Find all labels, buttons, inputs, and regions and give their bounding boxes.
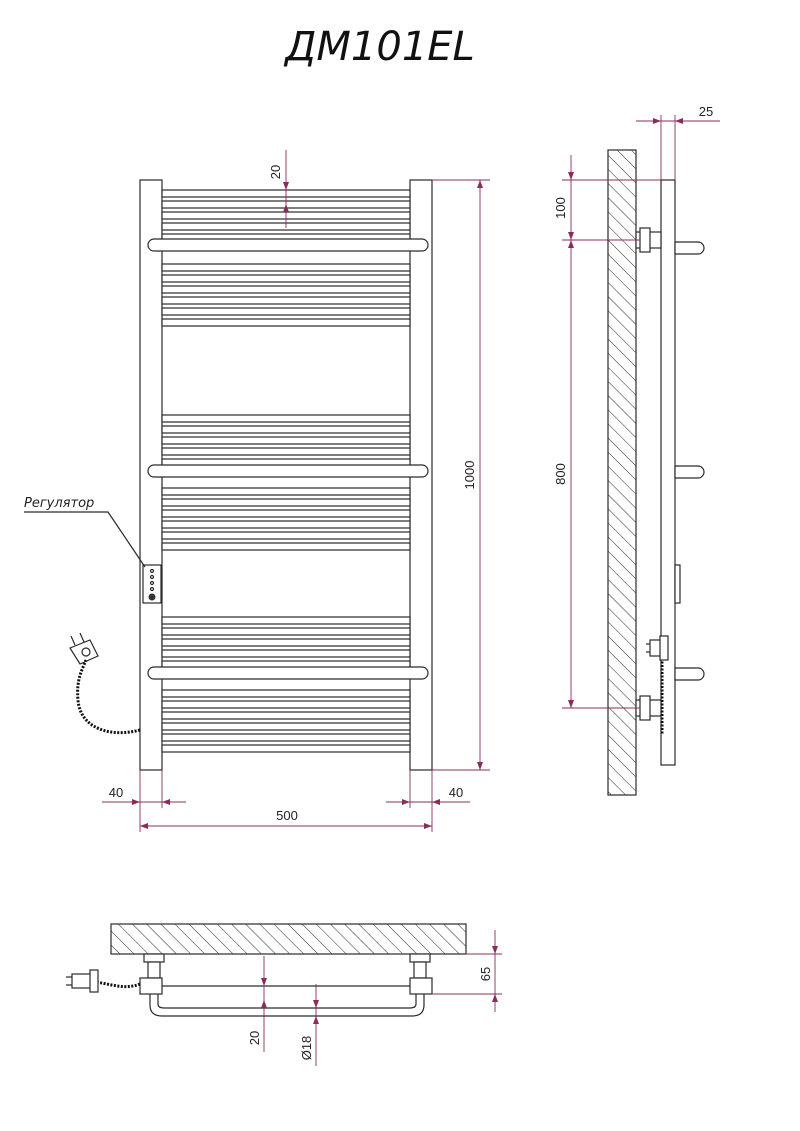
dimension-wall-distance: 65	[432, 930, 502, 1012]
rung	[161, 274, 411, 283]
rung	[161, 616, 411, 625]
rung	[161, 722, 411, 731]
rung	[161, 285, 411, 294]
dim-diameter-text: Ø18	[299, 1036, 314, 1061]
wall-section-top	[110, 923, 467, 955]
rung	[161, 296, 411, 305]
rung	[161, 627, 411, 636]
rung	[161, 263, 411, 272]
rung	[161, 425, 411, 434]
rung	[161, 700, 411, 709]
top-mount-left-base	[143, 953, 165, 963]
towel-bar-bottom	[147, 666, 429, 680]
rung	[161, 436, 411, 445]
dim-height-text: 1000	[462, 461, 477, 490]
dim-mount-spacing-text: 800	[553, 463, 568, 485]
dim-top-bar-gap-text: 20	[247, 1031, 262, 1045]
rung	[161, 711, 411, 720]
top-plug-icon	[66, 969, 99, 993]
side-view: 25 100 800	[553, 104, 720, 796]
top-towel-bar	[149, 994, 425, 1017]
side-bar-top	[674, 241, 705, 255]
dim-bar-gap-text: 20	[268, 165, 283, 179]
rung	[161, 414, 411, 423]
towel-bar-middle	[147, 464, 429, 478]
side-bar-bottom	[674, 667, 705, 681]
rung	[161, 447, 411, 456]
drawing-title: ДМ101EL	[283, 24, 475, 70]
dimension-diameter: Ø18	[299, 984, 319, 1066]
dim-left-offset-text: 40	[109, 785, 123, 800]
wall-section-side	[607, 149, 637, 796]
regulator-unit	[142, 564, 162, 604]
rung	[161, 744, 411, 753]
regulator-leader-line	[24, 511, 146, 568]
rung	[161, 638, 411, 647]
dimension-height: 1000	[432, 179, 490, 771]
top-mount-right-post	[413, 961, 427, 979]
rung	[161, 649, 411, 658]
rung	[161, 498, 411, 507]
dim-depth-text: 25	[699, 104, 713, 119]
rung	[161, 509, 411, 518]
plug-icon	[69, 632, 99, 665]
side-bar-middle	[674, 465, 705, 479]
dimension-width: 500 40 40	[102, 770, 470, 832]
top-view: 65 20 Ø18	[66, 923, 502, 1066]
top-mount-left-post	[147, 961, 161, 979]
rung	[161, 520, 411, 529]
dim-width-text: 500	[276, 808, 298, 823]
towel-bar-top	[147, 238, 429, 252]
side-regulator	[674, 564, 681, 604]
dimension-mount-spacing: 100 800	[553, 155, 661, 709]
regulator-label: Регулятор	[24, 496, 94, 511]
dimension-bar-gap: 20	[268, 150, 289, 228]
power-cable	[76, 659, 141, 735]
rung	[161, 689, 411, 698]
top-mount-right-base	[409, 953, 431, 963]
top-cable	[95, 980, 141, 989]
top-towel-bar-inner	[157, 994, 417, 1009]
dim-top-offset-text: 100	[553, 197, 568, 219]
dim-wall-distance-text: 65	[478, 967, 493, 981]
dimension-top-bar-gap: 20	[247, 956, 267, 1052]
rung	[161, 318, 411, 327]
rung	[161, 531, 411, 540]
rung	[161, 487, 411, 496]
rung	[161, 307, 411, 316]
side-plug-icon	[646, 635, 669, 661]
front-view: Регулятор 20 1000	[24, 150, 490, 832]
top-left-pipe	[139, 977, 163, 995]
top-right-pipe	[409, 977, 433, 995]
rung	[161, 733, 411, 742]
dim-right-offset-text: 40	[449, 785, 463, 800]
dimension-depth: 25	[636, 104, 720, 180]
rung	[161, 542, 411, 551]
